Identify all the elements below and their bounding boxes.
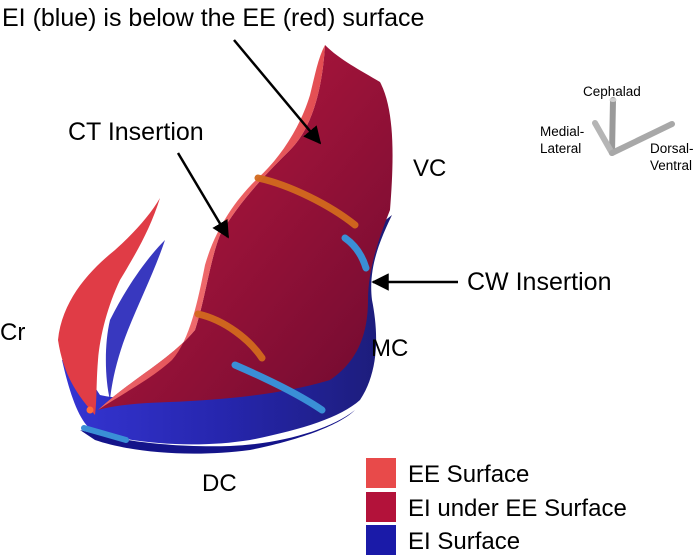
legend-label-ei-under-ee: EI under EE Surface <box>408 495 627 522</box>
cr-flap-blue <box>105 240 165 400</box>
orientation-indicator: Cephalad Medial- Lateral Dorsal- Ventral <box>540 84 694 173</box>
annotation-arrows <box>176 39 458 291</box>
axis-dorsal-ventral <box>609 121 675 156</box>
legend: EE Surface EI under EE Surface EI Surfac… <box>366 458 627 555</box>
cw-band-upper <box>341 234 370 272</box>
axis-medial-lateral <box>592 120 615 156</box>
legend-swatch-ei-surface <box>366 525 396 555</box>
cr-point <box>86 406 94 414</box>
cr-band <box>81 425 129 443</box>
diaphragm-surface <box>58 45 393 454</box>
top-note-label: EI (blue) is below the EE (red) surface <box>2 4 424 32</box>
ct-insertion-label: CT Insertion <box>68 118 204 146</box>
axis-cephalad <box>609 97 616 156</box>
legend-label-ei-surface: EI Surface <box>408 528 520 555</box>
cr-label: Cr <box>0 319 25 346</box>
insertion-bands <box>81 174 370 443</box>
ei-surface-blue <box>62 215 392 445</box>
medial-lateral-label-2: Lateral <box>540 141 581 156</box>
legend-swatch-ei-under-ee <box>366 492 396 522</box>
vc-label: VC <box>413 155 446 182</box>
legend-swatch-ee-surface <box>366 458 396 488</box>
dorsal-ventral-label-1: Dorsal- <box>650 141 694 156</box>
ct-insertion-arrow <box>176 152 230 239</box>
ct-band-upper <box>254 174 359 229</box>
medial-lateral-label-1: Medial- <box>540 124 584 139</box>
ct-band-lower <box>194 310 266 362</box>
dc-label: DC <box>202 470 237 497</box>
cw-insertion-label: CW Insertion <box>467 268 611 296</box>
cr-flap-red <box>58 198 160 415</box>
cephalad-label: Cephalad <box>583 84 641 99</box>
legend-label-ee-surface: EE Surface <box>408 461 529 488</box>
mc-label: MC <box>371 335 408 362</box>
axis-cap <box>609 98 617 102</box>
cw-band-lower <box>231 361 326 414</box>
top-note-arrow <box>233 39 322 145</box>
dorsal-ventral-label-2: Ventral <box>650 158 692 173</box>
